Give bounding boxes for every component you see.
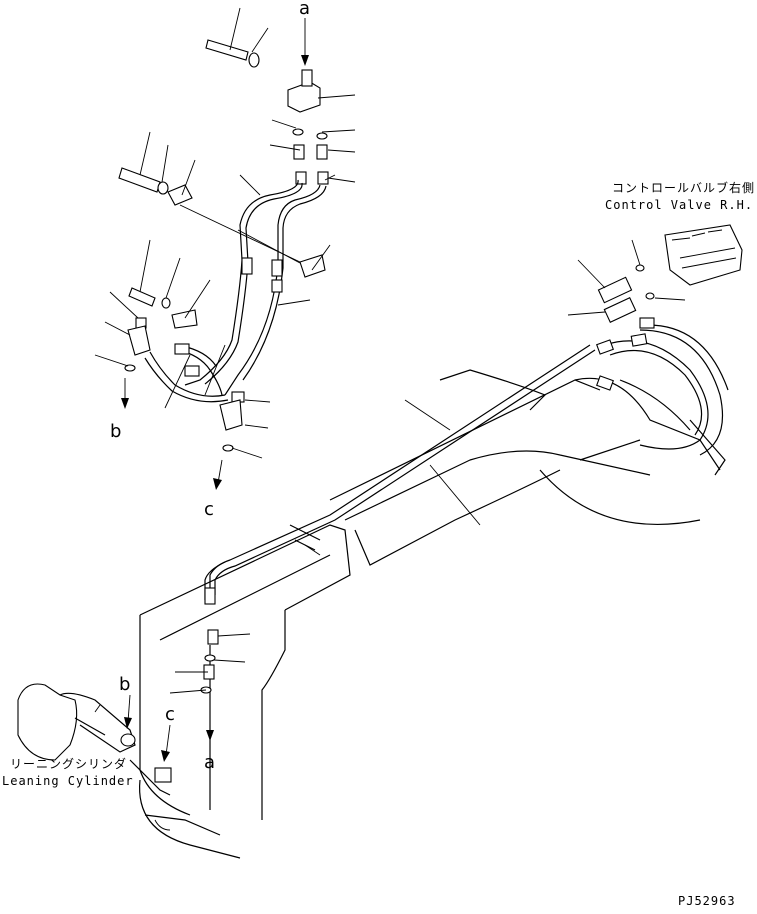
control-valve	[567, 224, 743, 323]
ref-b-bottom: b	[119, 674, 130, 695]
oring-left	[124, 364, 136, 372]
elbow-left	[127, 325, 151, 356]
arrow-c-left	[213, 459, 223, 490]
clamp-bracket	[299, 254, 326, 278]
bolt-lower	[128, 287, 156, 307]
fitting-top-1	[596, 339, 614, 355]
clamp-lower	[171, 309, 198, 329]
elbow-fitting-2	[603, 297, 637, 323]
ref-b-left: b	[110, 421, 121, 442]
cylinder-port-c	[154, 767, 172, 783]
boom-tubes	[204, 324, 729, 600]
boom-fittings	[200, 317, 655, 694]
elbow-top-2	[317, 171, 329, 185]
control-valve-label-en: Control Valve R.H.	[605, 198, 753, 212]
arrow-a-top	[301, 18, 309, 66]
oring-top-1	[292, 128, 304, 136]
adapter-top-2	[316, 144, 328, 160]
hose-group	[144, 179, 327, 403]
fitting-top-3	[596, 375, 614, 391]
bolt-middle	[118, 167, 161, 193]
cylinder-port-b	[120, 733, 136, 747]
top-valve-assembly	[205, 7, 356, 185]
fitting-bottom-1	[204, 587, 216, 605]
arrow-a-bottom	[206, 697, 214, 741]
ref-c-bottom: c	[165, 704, 175, 725]
elbow-right	[219, 399, 243, 431]
arrows	[121, 18, 309, 762]
fitting-bottom-2	[207, 629, 219, 645]
ref-a-bottom: a	[204, 752, 215, 773]
elbow-fitting-1	[597, 276, 633, 304]
control-valve-label-jp: コントロールバルブ右側	[612, 180, 755, 195]
hose-fitting-3	[271, 279, 283, 293]
valve-plate	[301, 69, 313, 87]
hose-end-2	[184, 365, 200, 377]
adapter-top-1	[293, 144, 305, 160]
leaning-cylinder	[17, 683, 172, 796]
ref-c-left: c	[204, 499, 214, 520]
arrow-b-bottom	[124, 694, 132, 729]
oring-top-2	[316, 132, 328, 140]
hose-fitting-2	[271, 259, 283, 277]
clamp-middle	[167, 184, 193, 206]
ref-a-top: a	[299, 0, 310, 19]
hose-end-1	[174, 343, 190, 355]
leaning-cylinder-label-en: Leaning Cylinder	[2, 774, 134, 788]
bolt-top	[205, 39, 249, 61]
washer-lower	[161, 297, 171, 309]
bottom-leaders	[169, 399, 481, 694]
elbow-top-1	[295, 171, 307, 185]
oring-right	[222, 444, 234, 452]
leaning-cylinder-label-jp: リーニングシリンダ	[10, 756, 127, 771]
arrow-b-left	[121, 378, 129, 409]
fitting-top-2	[630, 333, 648, 347]
washer-middle	[157, 181, 169, 195]
hose-fitting-1	[241, 257, 253, 275]
boom-structure	[139, 369, 726, 859]
washer-top	[248, 52, 260, 68]
fitting-top-4	[639, 317, 655, 329]
drawing-number: PJ52963	[678, 894, 736, 908]
arrow-c-bottom	[161, 724, 171, 762]
oring-bottom-1	[204, 654, 216, 662]
hose-fittings	[94, 131, 336, 459]
